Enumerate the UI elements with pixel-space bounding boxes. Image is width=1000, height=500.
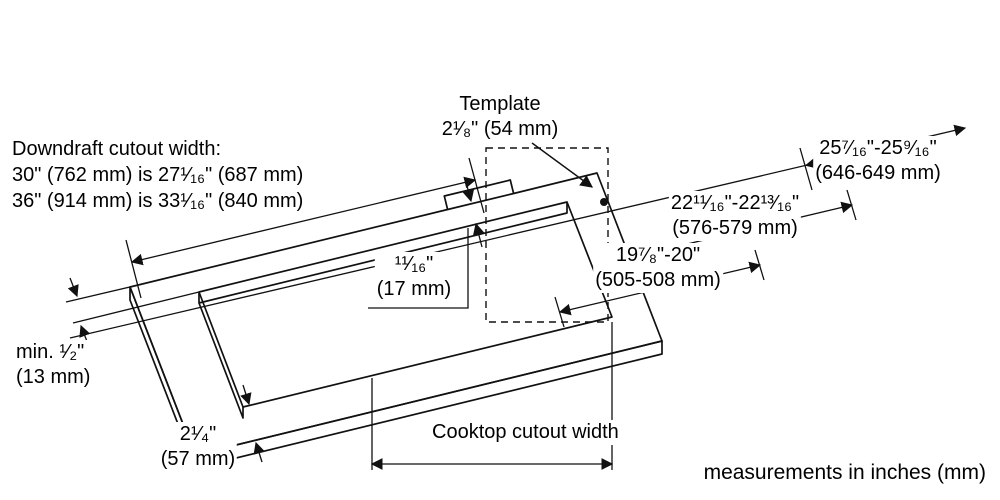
dim-2-quarter-label: 2¹⁄₄" (57 mm) [158, 422, 238, 472]
dim-19-label: 19⁷⁄₈"-20" (505-508 mm) [593, 243, 723, 293]
dim-11-16-line2: (17 mm) [376, 278, 452, 300]
countertop-top-surface [129, 172, 663, 456]
dim-2-quarter-line1: 2¹⁄₄" [179, 423, 217, 445]
dim-22-line1: 22¹¹⁄₁₆"-22¹³⁄₁₆" [670, 192, 800, 214]
step-dim-arrow-bottom [472, 222, 485, 248]
cooktop-cutout-width-label: Cooktop cutout width [430, 420, 621, 445]
min-half-arrow-top [67, 277, 79, 298]
min-half-line1: min. ¹⁄₂" [16, 341, 85, 363]
downdraft-width-extensions [125, 157, 485, 299]
template-outline [485, 142, 609, 323]
min-half-line2: (13 mm) [16, 366, 91, 388]
downdraft-note-line1: Downdraft cutout width: [12, 138, 221, 160]
cooktop-cutout-opening [198, 201, 613, 408]
template-dot [600, 198, 608, 206]
countertop-front-face [194, 340, 663, 469]
dim-22-label: 22¹¹⁄₁₆"-22¹³⁄₁₆" (576-579 mm) [668, 191, 802, 241]
dim-25-line1: 25⁷⁄₁₆"-25⁹⁄₁₆" [819, 137, 937, 159]
dim-22-line2: (576-579 mm) [672, 217, 798, 239]
dim-2-quarter-line2: (57 mm) [160, 448, 236, 470]
min-half-label: min. ¹⁄₂" (13 mm) [14, 340, 93, 390]
step-dim-arrow-top [462, 177, 475, 203]
dim-19-ticks [554, 249, 765, 328]
template-label-line1: Template [459, 93, 541, 115]
front-strip-arrow-top [240, 384, 252, 406]
template-label: Template 2¹⁄₈" (54 mm) [439, 92, 561, 142]
footer-note: measurements in inches (mm) [701, 460, 988, 485]
dim-19-line1: 19⁷⁄₈"-20" [615, 244, 701, 266]
step-dim-leader [368, 228, 469, 309]
dim-25-label: 25⁷⁄₁₆"-25⁹⁄₁₆" (646-649 mm) [813, 136, 943, 186]
template-label-line2: 2¹⁄₈" (54 mm) [441, 118, 559, 140]
dim-25-tick [799, 147, 813, 191]
cooktop-width-extensions [371, 322, 613, 470]
min-half-extensions [65, 286, 200, 324]
template-leader-line [531, 142, 594, 188]
downdraft-width-dim-line [130, 176, 477, 266]
dim-19-line2: (505-508 mm) [595, 269, 721, 291]
front-strip-arrow-bottom [253, 441, 265, 463]
dim-11-16-line1: ¹¹⁄₁₆" [394, 253, 434, 275]
downdraft-note-line3: 36" (914 mm) is 33¹⁄₁₆" (840 mm) [12, 190, 304, 212]
downdraft-note: Downdraft cutout width: 30" (762 mm) is … [10, 136, 306, 214]
dim-11-16-label: ¹¹⁄₁₆" (17 mm) [374, 252, 454, 302]
dim-25-line2: (646-649 mm) [815, 162, 941, 184]
downdraft-note-line2: 30" (762 mm) is 27¹⁄₁₆" (687 mm) [12, 164, 304, 186]
